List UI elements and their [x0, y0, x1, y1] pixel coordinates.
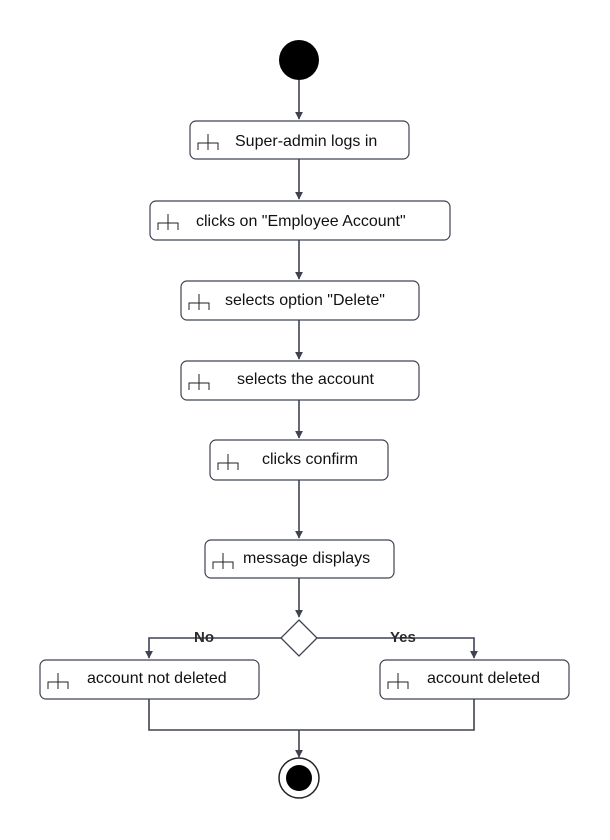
- action-label: account not deleted: [87, 670, 227, 687]
- branch-label-no: No: [194, 629, 214, 646]
- flow-decision-yes: [317, 637, 478, 659]
- rake-icon: [157, 214, 179, 230]
- flow-decision-no: [145, 637, 281, 659]
- flow-deleted-to-end: [299, 699, 475, 731]
- rake-icon: [47, 673, 69, 689]
- rake-icon: [387, 673, 409, 689]
- action-confirm: clicks confirm: [209, 439, 389, 481]
- action-label: clicks on "Employee Account": [196, 213, 406, 230]
- final-node: [278, 757, 320, 799]
- flow-not-deleted-to-end: [148, 699, 299, 731]
- rake-icon: [212, 553, 234, 569]
- rake-icon: [197, 134, 219, 150]
- rake-icon: [188, 294, 210, 310]
- start-node: [279, 40, 319, 80]
- action-employee-account: clicks on "Employee Account": [149, 200, 451, 241]
- action-label: message displays: [243, 550, 370, 567]
- action-label: clicks confirm: [262, 451, 358, 468]
- action-message: message displays: [204, 539, 395, 579]
- rake-icon: [188, 374, 210, 390]
- action-login: Super-admin logs in: [189, 120, 410, 160]
- action-not-deleted: account not deleted: [39, 659, 260, 700]
- action-select-account: selects the account: [180, 360, 420, 401]
- action-label: selects the account: [237, 371, 375, 388]
- rake-icon: [217, 454, 239, 470]
- action-label: Super-admin logs in: [235, 133, 377, 150]
- action-label: account deleted: [427, 670, 540, 687]
- branch-label-yes: Yes: [390, 629, 416, 646]
- action-select-delete: selects option "Delete": [180, 280, 420, 321]
- action-label: selects option "Delete": [225, 292, 385, 309]
- action-deleted: account deleted: [379, 659, 570, 700]
- decision-diamond: [280, 619, 318, 657]
